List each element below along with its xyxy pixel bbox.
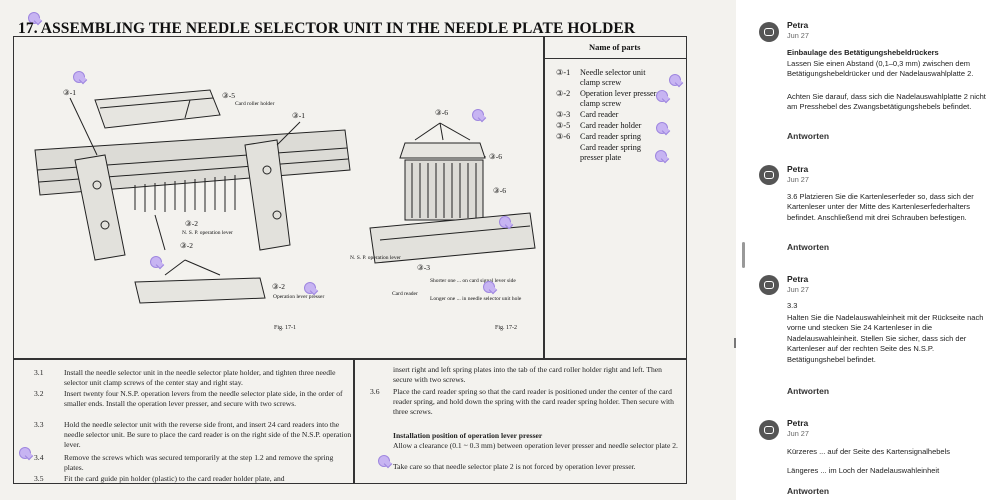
comment-pin[interactable]: [304, 282, 316, 294]
part-item: Card reader spring: [580, 143, 641, 152]
callout: ③-1: [63, 88, 76, 97]
callout: ③-6: [489, 152, 502, 161]
avatar: [759, 165, 779, 185]
comment-author: Petra: [787, 274, 809, 284]
nsp-lever-label: N. S. P. operation lever: [350, 255, 401, 261]
comment-text: 3.3: [787, 301, 798, 310]
comment-pin[interactable]: [669, 74, 681, 86]
callout: ③-3: [417, 263, 430, 272]
callout: ③-6: [493, 186, 506, 195]
avatar: [759, 22, 779, 42]
figure-caption: Fig. 17-1: [274, 325, 297, 331]
comment-author: Petra: [787, 418, 809, 428]
reply-button[interactable]: Antworten: [787, 386, 830, 396]
card-roller-holder-label: Card roller holder: [235, 101, 275, 107]
avatar: [759, 420, 779, 440]
comment-date: Jun 27: [787, 31, 809, 40]
figure-frame: [13, 36, 687, 484]
comment-date: Jun 27: [787, 175, 809, 184]
reply-button[interactable]: Antworten: [787, 131, 830, 141]
install-text-2: Take care so that needle selector plate …: [393, 462, 636, 471]
comment-pin[interactable]: [472, 109, 484, 121]
comment-date: Jun 27: [787, 285, 809, 294]
comment-date: Jun 27: [787, 429, 809, 438]
comment-pin[interactable]: [28, 12, 40, 24]
avatar: [759, 275, 779, 295]
figure-17-2-drawing: [369, 122, 536, 264]
nsp-lever-label: N. S. P. operation lever: [182, 230, 233, 236]
reply-button[interactable]: Antworten: [787, 486, 830, 496]
op-lever-presser-label: Operation lever presser: [273, 294, 325, 300]
comment-title: Einbaulage des Betätigungshebeldrückers: [787, 48, 939, 57]
callout: ③-2: [272, 282, 285, 291]
comment-text: Kürzeres ... auf der Seite des Kartensig…: [787, 447, 951, 456]
comment-text: Achten Sie darauf, dass sich die Nadelau…: [787, 92, 986, 112]
callout: ③-2: [180, 241, 193, 250]
callout: ③-2: [185, 219, 198, 228]
comment-pin[interactable]: [483, 281, 495, 293]
comment-pin[interactable]: [73, 71, 85, 83]
parts-header: Name of parts: [589, 42, 641, 52]
comment-pin[interactable]: [150, 256, 162, 268]
comment-pin[interactable]: [656, 90, 668, 102]
comments-panel: Petra Jun 27 Einbaulage des Betätigungsh…: [745, 0, 1000, 500]
comment-text: Halten Sie die Nadelauswahleinheit mit d…: [787, 313, 984, 364]
callout: ③-1: [292, 111, 305, 120]
figure-caption: Fig. 17-2: [495, 325, 518, 331]
comment-pin[interactable]: [656, 122, 668, 134]
comment-author: Petra: [787, 20, 809, 30]
comment-text: Längeres ... im Loch der Nadelauswahlein…: [787, 466, 940, 475]
comment-pin[interactable]: [655, 150, 667, 162]
figure-17-1-drawing: [34, 89, 351, 304]
comment-text: Lassen Sie einen Abstand (0,1–0,3 mm) zw…: [787, 59, 974, 79]
longer-note: Longer one ... in needle selector unit h…: [430, 296, 522, 302]
install-text: Allow a clearance (0.1 ~ 0.3 mm) between…: [393, 441, 678, 450]
comment-pin[interactable]: [378, 455, 390, 467]
step-item: Place the card reader spring so that the…: [393, 387, 674, 416]
card-reader-label: Card reader: [392, 291, 418, 297]
scrollbar[interactable]: [742, 242, 745, 268]
reply-button[interactable]: Antworten: [787, 242, 830, 252]
step-continuation: insert right and left spring plates into…: [393, 365, 662, 384]
document-page: 17. ASSEMBLING THE NEEDLE SELECTOR UNIT …: [0, 0, 736, 500]
callout: ③-5: [222, 91, 235, 100]
comment-pin[interactable]: [499, 216, 511, 228]
callout: ③-6: [435, 108, 448, 117]
install-heading: Installation position of operation lever…: [393, 431, 543, 440]
shorter-note: Shorter one ... on card signal lever sid…: [430, 278, 516, 284]
comment-author: Petra: [787, 164, 809, 174]
step-number: 3.6: [370, 387, 380, 396]
comment-pin[interactable]: [19, 447, 31, 459]
page-title: 17. ASSEMBLING THE NEEDLE SELECTOR UNIT …: [18, 20, 636, 37]
comment-text: 3.6 Platzieren Sie die Kartenleserfeder …: [787, 192, 974, 222]
